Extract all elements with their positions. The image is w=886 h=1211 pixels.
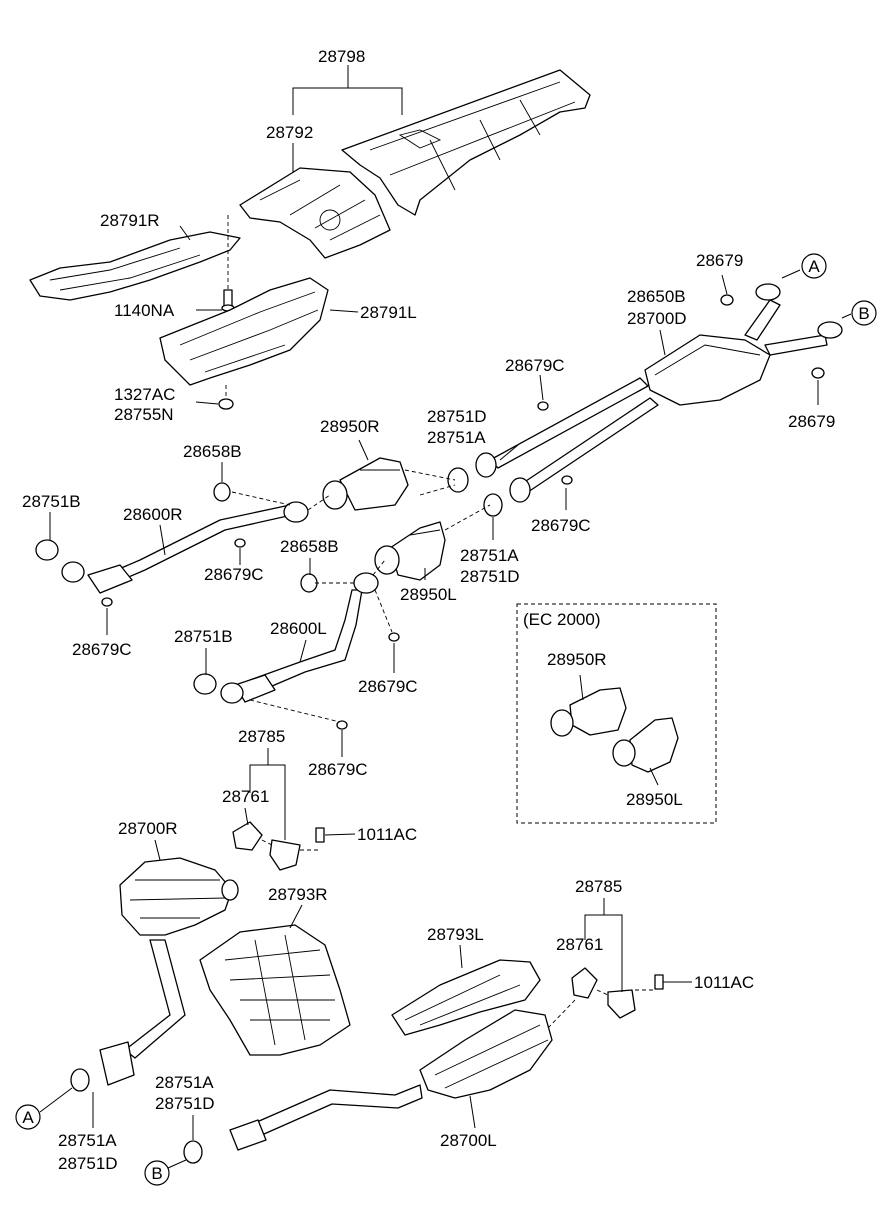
label-28751A-c: 28751A [155,1073,214,1092]
main-muffler-28700L [183,999,576,1164]
front-pipe-28600R [35,482,309,607]
label-1327AC: 1327AC [114,385,175,404]
hanger-bracket-28761-a [232,821,325,871]
ec-2000-box [516,603,717,824]
label-28650B: 28650B [627,287,686,306]
callout-A-top: A [801,253,827,279]
heat-protector-28792 [239,167,391,259]
label-28679C-f: 28679C [308,760,368,779]
label-1011AC-a: 1011AC [357,825,417,844]
label-28751D-a: 28751D [427,407,487,426]
label-28950L: 28950L [400,585,457,604]
label-28761-a: 28761 [222,787,269,806]
assembly-lines [231,469,491,723]
part-labels: 28798 28792 28791R 1140NA 28791L 1327AC … [22,47,835,1173]
main-muffler-28700R [70,857,239,1092]
label-28798: 28798 [318,47,365,66]
label-28679-right: 28679 [788,412,835,431]
heat-protector-28791L [159,277,329,386]
label-28785-a: 28785 [238,727,285,746]
bolt-1140NA [221,215,235,312]
label-28791L: 28791L [360,303,417,322]
label-1140NA: 1140NA [114,301,175,320]
label-28751A-d: 28751A [58,1131,117,1150]
label-28658B-a: 28658B [183,442,242,461]
heat-protector-28793R [199,924,351,1056]
label-28700L: 28700L [440,1131,497,1150]
label-ec-28950L: 28950L [626,790,683,809]
label-28751B-a: 28751B [22,492,81,511]
label-28751A-a: 28751A [427,428,486,447]
center-muffler-28700D [489,283,843,493]
callout-B-top: B [851,300,877,326]
callout-A-bottom: A [15,1104,41,1130]
label-28700R: 28700R [118,819,178,838]
callout-B-bottom: B [144,1160,170,1186]
heat-protector-28791R [29,231,241,301]
label-28679C-b: 28679C [531,516,591,535]
label-28751D-c: 28751D [155,1094,215,1113]
label-28751B-b: 28751B [174,627,233,646]
label-28658B-b: 28658B [280,537,339,556]
svg-text:B: B [151,1164,162,1183]
label-ec-28950R: 28950R [547,650,607,669]
label-28791R: 28791R [100,211,160,230]
label-ec-2000: (EC 2000) [523,610,600,629]
label-28792: 28792 [266,123,313,142]
gaskets-28751 [447,452,531,517]
label-28600R: 28600R [123,505,183,524]
hanger-bracket-28761-b [571,967,664,1019]
label-28793R: 28793R [268,885,328,904]
nut-28755N [218,385,234,410]
label-28751A-b: 28751A [460,546,519,565]
front-pipe-28600L [193,572,400,730]
svg-text:B: B [858,304,869,323]
catalytic-converter-28950L [374,521,446,581]
label-28679C-d: 28679C [72,640,132,659]
heat-protector-28798 [341,69,591,216]
label-28600L: 28600L [270,619,327,638]
label-28785-b: 28785 [575,877,622,896]
label-28755N: 28755N [114,405,174,424]
label-28679C-c: 28679C [204,565,264,584]
svg-text:A: A [22,1108,34,1127]
label-28679C-e: 28679C [358,677,418,696]
svg-text:A: A [808,257,820,276]
label-28751D-b: 28751D [460,567,520,586]
label-28950R: 28950R [320,417,380,436]
label-28751D-d: 28751D [58,1154,118,1173]
heat-protector-28793L [391,959,541,1036]
leader-lines [39,65,852,1169]
catalytic-converter-28950R [322,457,409,511]
label-28793L: 28793L [427,925,484,944]
nuts-28679 [537,294,825,485]
label-28761-b: 28761 [556,935,603,954]
label-28679C-mid: 28679C [505,356,565,375]
label-28679-top: 28679 [696,251,743,270]
label-28700D: 28700D [627,309,687,328]
label-1011AC-b: 1011AC [694,973,754,992]
